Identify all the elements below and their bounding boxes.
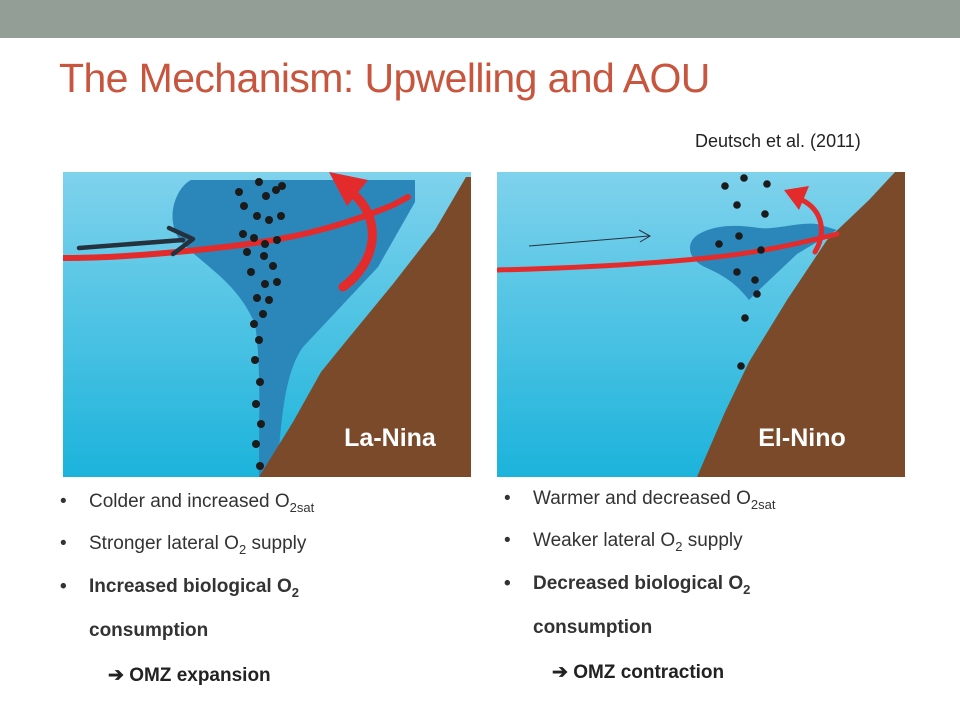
upwelling-arrow (799, 197, 824, 255)
upwelling-arrowhead (784, 186, 809, 210)
bullet-item: Warmer and decreased O2sat (504, 488, 924, 511)
isopycnal-flow-line (497, 231, 840, 273)
continental-slope (697, 172, 905, 477)
lateral-supply-arrow (528, 235, 650, 247)
upwelling-arrow (338, 187, 377, 292)
panel-label: El-Nino (758, 424, 846, 452)
citation: Deutsch et al. (2011) (695, 131, 861, 151)
organic-particles (715, 174, 771, 370)
lateral-supply-arrow (76, 237, 186, 251)
la-nina-bullet-list: Colder and increased O2sat Stronger late… (60, 491, 460, 673)
el-nino-bullet-list: Warmer and decreased O2sat Weaker latera… (504, 488, 924, 670)
isopycnal-flow-line (63, 194, 411, 261)
oxygen-minimum-zone (172, 180, 415, 477)
el-nino-diagram: El-Nino (497, 172, 905, 477)
panel-label: La-Nina (344, 424, 437, 452)
el-nino-result: ➔ OMZ contraction (552, 662, 725, 683)
organic-particles (235, 178, 286, 470)
right-arrow-icon: ➔ (552, 662, 568, 683)
upwelling-arrowhead (329, 172, 368, 206)
bullet-item: Weaker lateral O2 supply (504, 530, 924, 553)
bullet-item: Colder and increased O2sat (60, 491, 460, 514)
la-nina-diagram: La-Nina (63, 172, 471, 477)
bullet-item: Stronger lateral O2 supply (60, 533, 460, 556)
lateral-supply-arrowhead (166, 225, 196, 257)
la-nina-result: ➔ OMZ expansion (108, 665, 271, 686)
top-bar (0, 0, 960, 38)
slide-title: The Mechanism: Upwelling and AOU (59, 55, 710, 101)
right-arrow-icon: ➔ (108, 665, 124, 686)
continental-slope (259, 177, 471, 477)
lateral-supply-arrowhead (638, 229, 652, 243)
